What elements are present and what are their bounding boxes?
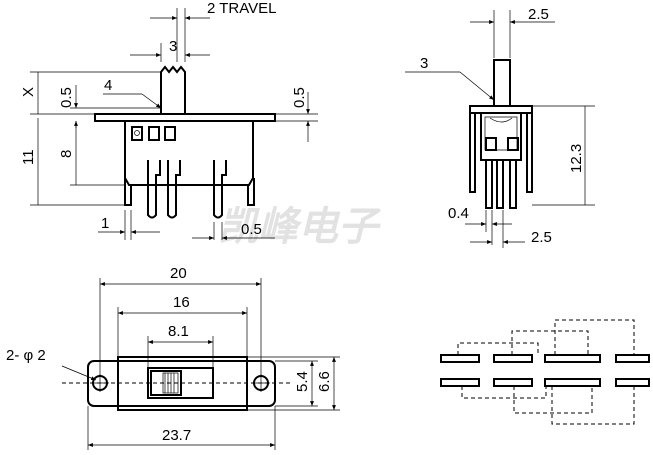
pad (440, 378, 480, 387)
knob-end (493, 59, 511, 107)
flange-length-label: 20 (170, 265, 187, 282)
pad (615, 378, 650, 387)
body-length-label: 16 (173, 294, 190, 311)
frame-end (469, 112, 533, 193)
pcb-layout (440, 319, 650, 425)
end-knob-depth-label: 3 (420, 55, 428, 72)
end-view: 2.5 3 12.3 0.4 2.5 (405, 6, 595, 248)
x-label: X (20, 87, 37, 97)
pin-thickness-label: 0.5 (241, 221, 262, 238)
knob-width-label: 3 (169, 38, 177, 55)
total-height-label: 11 (20, 149, 37, 165)
pad (544, 354, 601, 363)
terminals-side (124, 160, 255, 219)
hole-label: 2- φ 2 (6, 347, 46, 364)
flange-width-label: 6.6 (316, 371, 333, 392)
travel-label: 2 TRAVEL (207, 0, 276, 17)
pad (615, 354, 650, 363)
end-height-label: 12.3 (568, 144, 585, 173)
side-view: 2 TRAVEL 3 4 X 11 8 0.5 0.5 (20, 0, 318, 240)
pad (493, 378, 533, 387)
pad (440, 354, 480, 363)
end-pin-width-label: 0.4 (448, 205, 469, 222)
end-knob-width-label: 2.5 (528, 6, 549, 23)
flange-thickness-label: 0.5 (291, 87, 308, 108)
body-height-label: 8 (58, 150, 75, 158)
overall-length-label: 23.7 (162, 427, 191, 444)
top-flange-side (94, 113, 276, 122)
knob-gap-label: 0.5 (58, 87, 75, 108)
flange-end (469, 105, 533, 114)
pad (544, 378, 601, 387)
pin-offset-label: 1 (101, 215, 109, 232)
switch-body-side (124, 121, 254, 186)
pad (493, 354, 533, 363)
knob-side (160, 65, 186, 114)
knob-offset-label: 4 (104, 77, 112, 94)
top-view: 20 16 8.1 2- φ 2 23.7 5.4 6.6 (6, 265, 340, 450)
body-width-label: 5.4 (294, 371, 311, 392)
end-pin-pitch-label: 2.5 (531, 229, 552, 246)
watermark-text: 凯峰电子 (218, 205, 382, 249)
terminals-end (485, 159, 517, 209)
slot-length-label: 8.1 (168, 323, 189, 340)
